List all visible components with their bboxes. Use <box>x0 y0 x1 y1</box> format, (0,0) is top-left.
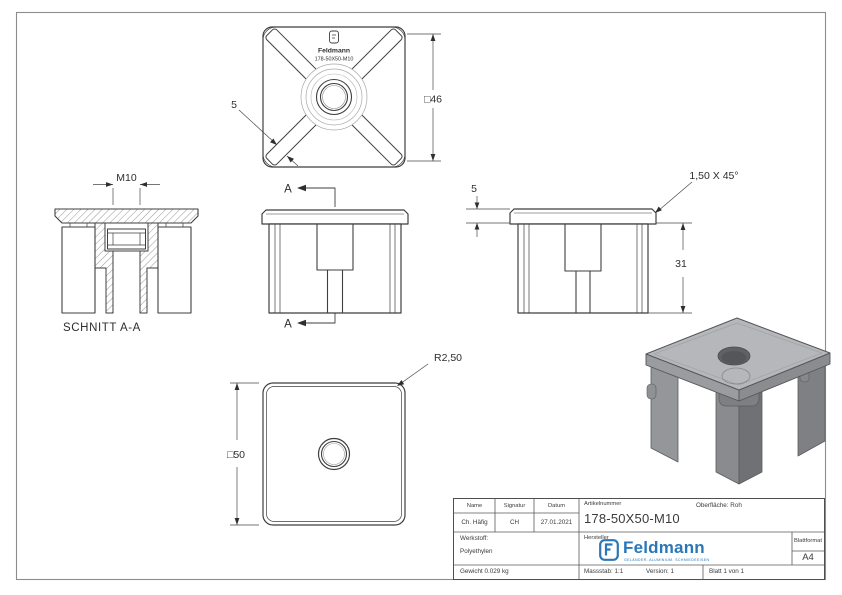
molded-logo-icon <box>329 30 339 44</box>
title-block-grid <box>454 499 824 579</box>
bottom-view: □50 R2,50 <box>227 352 462 526</box>
section-cut-line-bottom <box>302 313 336 324</box>
title-block: Name Signatur Datum Ch. Häfig CH 27.01.2… <box>453 498 825 580</box>
side-boss <box>564 224 602 272</box>
front-plate <box>261 209 409 225</box>
value-datum: 27.01.2021 <box>540 519 573 526</box>
artikelnummer-value: 178-50X50-M10 <box>584 511 680 526</box>
col-header-signatur: Signatur <box>503 503 526 509</box>
logo-tagline: GELÄNDER. ALUMINIUM. SCHMIEDEEISEN <box>624 558 710 562</box>
molded-logo-text: Feldmann <box>318 48 350 55</box>
dim-height-label: 31 <box>675 258 687 270</box>
section-arrow-bottom <box>297 319 306 327</box>
dim-rib-label: 5 <box>231 99 237 111</box>
top-view: Feldmann 178-50X50-M10 □46 5 <box>231 26 442 168</box>
nut-section <box>107 228 146 250</box>
version-value: Version: 1 <box>646 568 675 575</box>
radius-leader <box>399 363 429 385</box>
cut-label-top: A <box>284 184 292 196</box>
logo-wordmark: Feldmann <box>623 538 705 557</box>
werkstoff-value: Polyethylen <box>460 548 493 555</box>
cut-label-bottom: A <box>284 319 292 331</box>
dim-46-label: □46 <box>424 94 442 106</box>
artikelnummer-label: Artikelnummer <box>584 501 622 507</box>
dim-radius-label: R2,50 <box>434 352 462 364</box>
blatt-value: Blatt 1 von 1 <box>709 568 745 575</box>
hersteller-label: Hersteller <box>584 535 609 541</box>
plate-outline <box>262 382 406 526</box>
drawing-frame <box>15 11 827 581</box>
section-arrow-top <box>297 184 306 192</box>
side-plate <box>509 208 657 225</box>
center-hole-circle <box>319 82 349 112</box>
section-plate <box>54 208 199 224</box>
chamfer-leader <box>657 181 693 212</box>
value-signatur: CH <box>509 519 520 526</box>
dim-plate-label: 5 <box>471 183 477 195</box>
front-boss <box>316 224 354 271</box>
molded-part-number: 178-50X50-M10 <box>315 57 354 63</box>
gewicht-value: Gewicht 0.029 kg <box>460 568 509 575</box>
col-header-datum: Datum <box>547 503 566 509</box>
feldmann-logo: Feldmann GELÄNDER. ALUMINIUM. SCHMIEDEEI… <box>599 538 779 564</box>
oberflaeche-value: Oberfläche: Roh <box>696 502 742 509</box>
iso-3d-view <box>645 317 831 485</box>
feldmann-f-icon <box>599 539 619 561</box>
front-body <box>268 223 402 314</box>
blattformat-value: A4 <box>802 552 814 563</box>
plate-hole-circle <box>317 437 351 471</box>
section-view-label: SCHNITT A-A <box>63 322 141 334</box>
werkstoff-label: Werkstoff: <box>460 535 489 542</box>
blattformat-label: Blattformat <box>793 538 823 544</box>
corner-peg <box>646 383 657 400</box>
massstab-value: Massstab: 1:1 <box>584 568 624 575</box>
front-view: A A <box>261 184 409 331</box>
dim-46 <box>407 33 441 162</box>
dim-m10-label: M10 <box>116 172 137 184</box>
col-header-name: Name <box>466 503 483 509</box>
dim-50-label: □50 <box>227 449 245 461</box>
dim-chamfer-label: 1,50 X 45° <box>689 170 738 182</box>
center-boss-circle <box>315 78 353 116</box>
value-name: Ch. Häfig <box>461 519 488 526</box>
section-view: M10 SCHNITT A-A <box>54 172 199 334</box>
section-cut-line-top <box>302 187 336 207</box>
side-body <box>517 223 649 314</box>
side-view: 5 31 1,50 X 45° <box>466 170 739 314</box>
